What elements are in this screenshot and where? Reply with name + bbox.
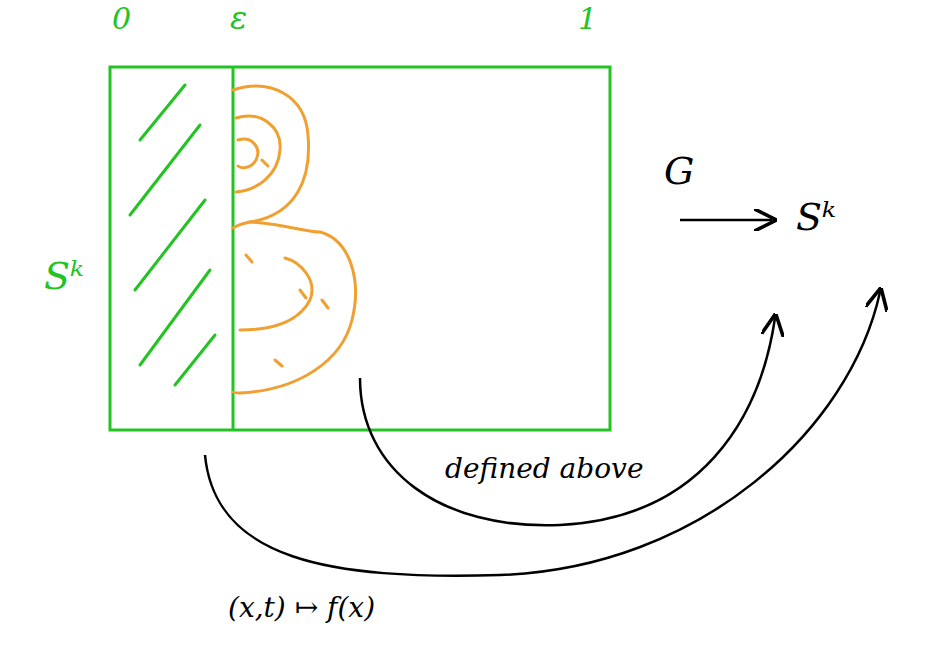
space-label: Sᵏ [796,196,836,240]
axis-label: ε [230,0,247,37]
hatching [130,85,215,385]
axis-label: 1 [578,2,597,37]
orange-region [233,86,355,393]
map-label: G [664,150,694,194]
curved-arrow [360,318,775,525]
space-label: Sᵏ [44,255,84,299]
cylinder-rectangle [110,67,610,430]
epsilon-line [232,67,235,430]
arrow-label: defined above [445,453,643,485]
arrow-label: (x,t) ↦ f(x) [228,592,375,624]
map-arrow [680,219,772,222]
axis-label: 0 [112,2,131,37]
curved-arrow [205,292,880,576]
